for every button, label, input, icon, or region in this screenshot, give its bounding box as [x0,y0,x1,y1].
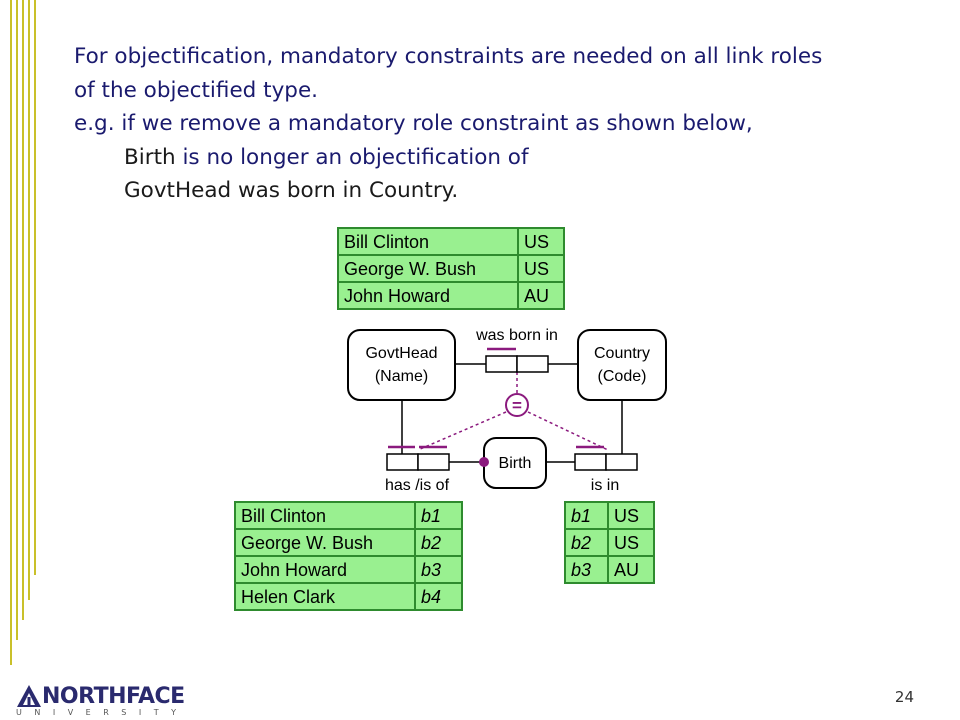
table-cell-text: b2 [571,533,591,553]
table-top-row-2: George W. Bush US [337,254,565,283]
fact-is-in: is in [574,445,638,494]
role-box [386,453,419,471]
table-top-row-1: Bill Clinton US [337,227,565,256]
table-cell [517,227,565,256]
entity-govthead-mode: (Name) [375,368,428,385]
role-box [605,453,638,471]
paragraph-4-rest: is no longer an objectification of [175,144,529,170]
table-cell-text: US [614,533,639,553]
table-cell-text: Bill Clinton [241,506,326,526]
table-cell [607,555,655,584]
decor-line-2 [16,0,18,640]
table-left-row-3: John Howard b3 [234,555,463,584]
decor-line-3 [22,0,24,620]
entity-country-name: Country [594,345,650,362]
table-cell-text: John Howard [241,560,347,580]
table-cell-text: US [614,506,639,526]
table-left-row-4: Helen Clark b4 [234,582,463,611]
paragraph-4: Birth is no longer an objectification of [74,141,822,175]
fact-was-born-in: was born in [475,327,558,373]
equality-link-left [417,411,507,451]
table-cell [564,528,609,557]
table-cell [517,281,565,310]
logo-sub: UNIVERSITY [16,708,189,717]
role-box [485,355,518,373]
paragraph-2: of the objectified type. [74,77,319,103]
table-cell-text: George W. Bush [344,259,476,279]
table-cell-text: b3 [571,560,591,580]
paragraph-5: GovtHead was born in Country. [124,178,459,203]
table-cell [234,555,416,584]
paragraph-3: e.g. if we remove a mandatory role const… [74,111,753,136]
role-box [574,453,607,471]
decor-line-4 [28,0,30,600]
table-top: Bill Clinton US George W. Bush US John H… [337,227,565,310]
table-left: Bill Clinton b1 George W. Bush b2 John H… [234,501,463,611]
fact-has-is-of: has /is of [385,445,450,494]
role-box [417,453,450,471]
triangle-logo-icon [17,685,41,707]
table-left-row-2: George W. Bush b2 [234,528,463,557]
equality-constraint-circle [505,393,529,417]
table-cell [564,501,609,530]
table-cell-text: b3 [421,560,441,580]
table-cell-text: b2 [421,533,441,553]
entity-birth-name: Birth [499,455,532,472]
table-right-row-3: b3 AU [564,555,655,584]
table-right-row-2: b2 US [564,528,655,557]
table-cell [337,281,519,310]
decor-line-1 [10,0,12,665]
table-cell-text: b4 [421,587,441,607]
table-cell-text: US [524,232,549,252]
decor-line-5 [34,0,36,575]
table-cell [564,555,609,584]
table-cell-text: Helen Clark [241,587,336,607]
entity-country-box [577,329,667,401]
paragraph-1: For objectification, mandatory constrain… [74,44,823,69]
table-cell-text: b1 [421,506,441,526]
table-cell [414,555,463,584]
role-box [516,355,549,373]
table-right-row-1: b1 US [564,501,655,530]
equality-constraint: = [505,393,529,417]
table-cell-text: AU [614,560,639,580]
table-left-row-1: Bill Clinton b1 [234,501,463,530]
table-cell-text: AU [524,286,549,306]
fact-label-has-is-of: has /is of [385,477,450,494]
table-cell [234,582,416,611]
birth-term: Birth [124,144,176,170]
table-cell [234,528,416,557]
fact-label-was-born-in: was born in [475,327,558,344]
equality-link-right [527,411,609,451]
entity-govthead: GovtHead (Name) [347,329,456,401]
table-top-row-3: John Howard AU [337,281,565,310]
table-cell [414,528,463,557]
equality-symbol: = [512,396,522,415]
entity-birth: Birth [483,437,547,489]
table-cell [337,254,519,283]
table-cell-text: George W. Bush [241,533,373,553]
page-number: 24 [894,688,914,706]
entity-govthead-name: GovtHead [365,345,437,362]
table-cell-text: Bill Clinton [344,232,429,252]
table-right: b1 US b2 US b3 AU [564,501,655,584]
fact-label-is-in: is in [591,477,619,494]
northface-logo: NORTHFACE UNIVERSITY [16,682,185,718]
table-cell-text: John Howard [344,286,450,306]
table-cell-text: US [524,259,549,279]
logo-word: NORTHFACE [42,684,185,709]
slide-body: For objectification, mandatory constrain… [74,40,822,208]
table-cell [414,582,463,611]
entity-country-mode: (Code) [598,368,647,385]
entity-country: Country (Code) [577,329,667,401]
table-cell [414,501,463,530]
mandatory-role-dot [479,457,489,467]
table-cell [234,501,416,530]
table-cell-text: b1 [571,506,591,526]
entity-govthead-box [347,329,456,401]
